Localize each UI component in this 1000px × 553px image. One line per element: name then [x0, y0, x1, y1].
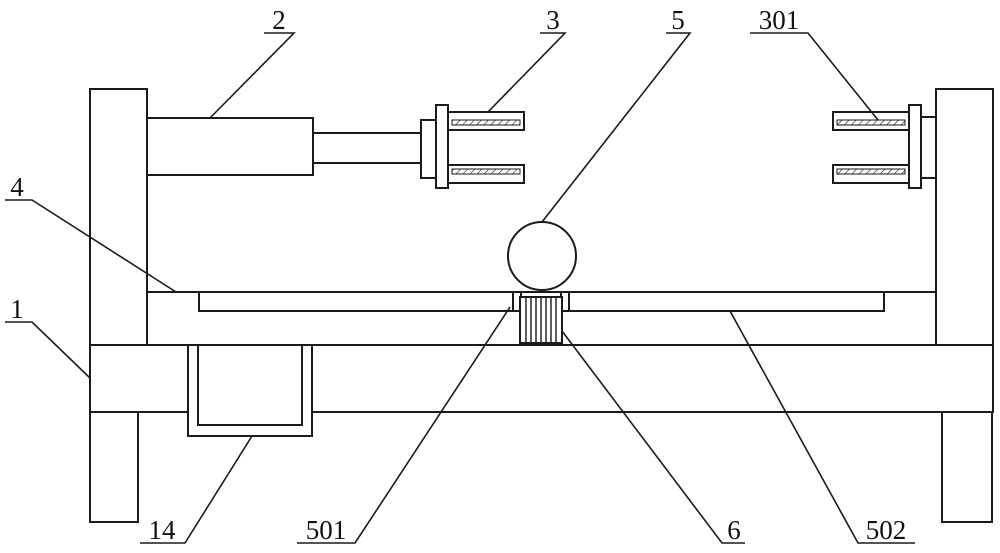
left-clamp: [420, 104, 525, 189]
label-5: 5: [671, 5, 685, 35]
left-column: [89, 88, 148, 523]
piston-rod: [312, 132, 422, 164]
label-501: 501: [306, 515, 347, 545]
roller: [507, 221, 577, 291]
label-3: 3: [546, 5, 560, 35]
left-leg: [89, 411, 139, 523]
label-14: 14: [149, 515, 177, 545]
collection-box: [187, 344, 313, 437]
label-1: 1: [10, 294, 24, 324]
right-leg: [941, 411, 993, 523]
label-2: 2: [272, 5, 286, 35]
label-502: 502: [866, 515, 907, 545]
right-clamp: [832, 104, 937, 189]
brush-member: [519, 296, 563, 344]
label-4: 4: [10, 172, 24, 202]
leader-lines: [5, 32, 915, 544]
label-6: 6: [727, 515, 741, 545]
label-301: 301: [759, 5, 800, 35]
right-column: [935, 88, 994, 523]
hydraulic-cylinder: [146, 117, 422, 176]
